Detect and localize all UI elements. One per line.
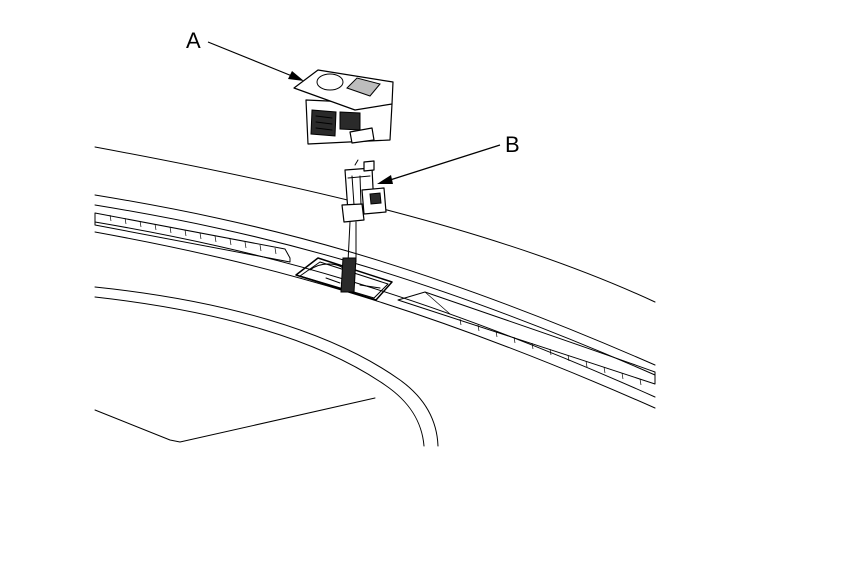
callout-b-label: B	[505, 132, 520, 157]
callout-a-arrowhead	[288, 71, 304, 81]
callout-b-leader	[389, 144, 501, 181]
callout-a: A	[186, 28, 304, 81]
left-defroster-grille	[94, 212, 291, 263]
callout-b-arrowhead	[377, 175, 393, 184]
lower-panel	[94, 286, 439, 447]
sensor-unit	[293, 69, 394, 145]
callout-b: B	[377, 132, 520, 184]
callout-a-leader	[207, 41, 293, 77]
harness-connector	[340, 159, 387, 293]
callout-a-label: A	[186, 28, 201, 53]
right-defroster-grille	[397, 291, 656, 386]
dashboard-outline	[94, 146, 656, 409]
